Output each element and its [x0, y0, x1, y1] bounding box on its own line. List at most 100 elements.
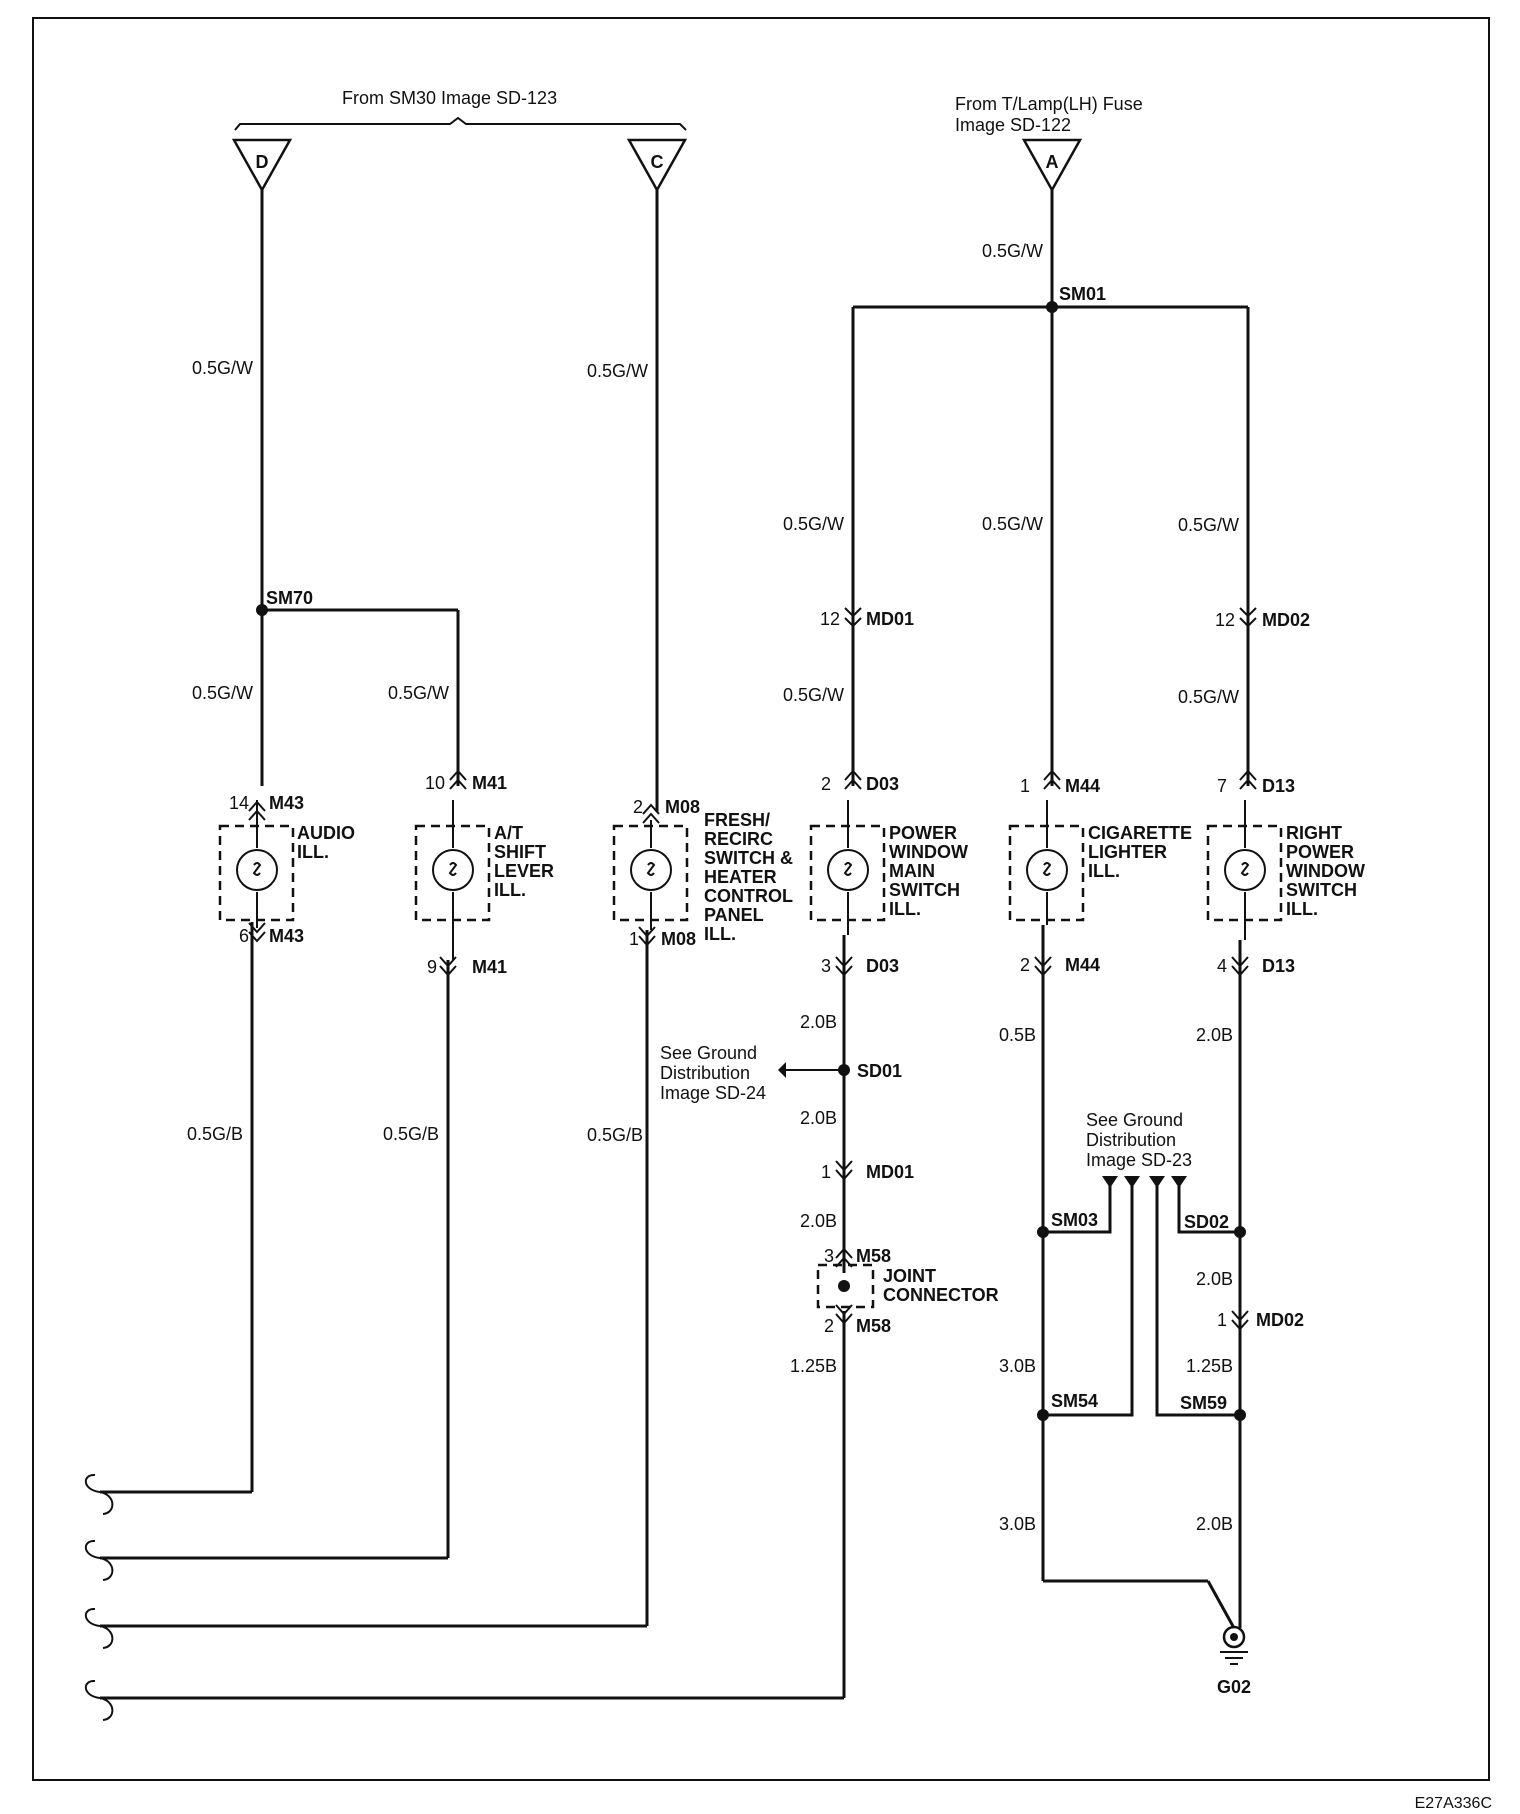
wire-label-at-bottom: 0.5G/B: [383, 1124, 439, 1144]
wire-label-d-top: 0.5G/W: [192, 358, 253, 378]
wire-label-pw-3: 2.0B: [800, 1012, 837, 1032]
wire-label-rpw-2: 0.5G/W: [1178, 687, 1239, 707]
continuation-loop-1: [84, 1473, 114, 1515]
conn-m41-lower-label: M41: [472, 957, 507, 977]
diagram-frame: [32, 17, 1490, 1781]
conn-m08-upper-label: M08: [665, 797, 700, 817]
splice-sd01-dot: [838, 1064, 850, 1076]
conn-d13-upper-label: D13: [1262, 776, 1295, 796]
source-a-triangle: [1021, 138, 1083, 193]
wire-label-pw-1: 0.5G/W: [783, 514, 844, 534]
conn-m44-upper-label: M44: [1065, 776, 1100, 796]
wire-label-cig-2: 0.5B: [999, 1025, 1036, 1045]
fresh-recirc-ill-label: FRESH/ RECIRC SWITCH & HEATER CONTROL PA…: [704, 810, 798, 944]
wire-label-cig-3: 3.0B: [999, 1356, 1036, 1376]
wire-label-a-top: 0.5G/W: [982, 241, 1043, 261]
wire-label-rpw-4: 2.0B: [1196, 1269, 1233, 1289]
conn-m58-lower-label: M58: [856, 1316, 891, 1336]
wire-label-rpw-3: 2.0B: [1196, 1025, 1233, 1045]
pin-m08-upper: 2: [633, 797, 643, 817]
conn-d13-lower-label: D13: [1262, 956, 1295, 976]
joint-connector-box: [816, 1263, 875, 1309]
ground-tap-3: [1149, 1176, 1165, 1188]
pin-d03-upper: 2: [821, 774, 831, 794]
wire-sd02-tap: [1177, 1180, 1240, 1234]
pin-d03-lower: 3: [821, 956, 831, 976]
pin-m44-lower: 2: [1020, 955, 1030, 975]
wire-label-fresh-bottom: 0.5G/B: [587, 1125, 643, 1145]
pw-main-switch-ill-label: POWER WINDOW MAIN SWITCH ILL.: [889, 823, 973, 919]
wire-label-pw-2: 0.5G/W: [783, 685, 844, 705]
at-shift-ill-lamp: [414, 800, 491, 960]
conn-m43-upper-label: M43: [269, 793, 304, 813]
ground-note-sd24: See Ground Distribution Image SD-24: [660, 1043, 766, 1103]
conn-m58-upper-label: M58: [856, 1246, 891, 1266]
wire-label-c-top: 0.5G/W: [587, 361, 648, 381]
splice-sm70-dot: [256, 604, 268, 616]
pw-main-switch-ill-lamp: [809, 800, 886, 935]
conn-md01-upper-label: MD01: [866, 609, 914, 629]
splice-sm70-label: SM70: [266, 588, 313, 608]
pin-md02-upper: 12: [1215, 610, 1235, 630]
right-pw-switch-ill-label: RIGHT POWER WINDOW SWITCH ILL.: [1286, 823, 1370, 919]
continuation-loop-3: [84, 1607, 114, 1649]
splice-sd02-label: SD02: [1184, 1212, 1229, 1232]
source-brace: [234, 116, 687, 131]
sd01-arrow: [778, 1062, 786, 1078]
audio-ill-lamp: [218, 800, 295, 928]
splice-sm03-dot: [1037, 1226, 1049, 1238]
ground-tap-2: [1124, 1176, 1140, 1188]
ground-g02-label: G02: [1217, 1677, 1251, 1697]
wire-label-at-top: 0.5G/W: [388, 683, 449, 703]
pin-m41-upper: 10: [425, 773, 445, 793]
audio-ill-label: AUDIO ILL.: [297, 823, 360, 862]
conn-m41-upper-label: M41: [472, 773, 507, 793]
figure-code: E27A336C: [1415, 1795, 1492, 1812]
conn-md01-lower-label: MD01: [866, 1162, 914, 1182]
wire-label-rpw-5: 1.25B: [1186, 1356, 1233, 1376]
wire-label-audio-top: 0.5G/W: [192, 683, 253, 703]
splice-sm03-label: SM03: [1051, 1210, 1098, 1230]
source-c-triangle: [626, 138, 688, 193]
source-sm30-label: From SM30 Image SD-123: [342, 88, 557, 108]
conn-d03-upper-label: D03: [866, 774, 899, 794]
wire-label-rpw-1: 0.5G/W: [1178, 515, 1239, 535]
source-d-label: D: [256, 152, 269, 172]
source-fuse-label-1: From T/Lamp(LH) Fuse: [955, 94, 1143, 114]
splice-sm59-dot: [1234, 1409, 1246, 1421]
conn-md02-lower-label: MD02: [1256, 1310, 1304, 1330]
pin-md02-lower: 1: [1217, 1310, 1227, 1330]
continuation-loop-4: [84, 1679, 114, 1721]
conn-md02-upper-label: MD02: [1262, 610, 1310, 630]
splice-sd01-label: SD01: [857, 1061, 902, 1081]
pin-m08-lower: 1: [629, 929, 639, 949]
pin-m43-upper: 14: [229, 793, 249, 813]
splice-sm01-label: SM01: [1059, 284, 1106, 304]
conn-m44-lower-label: M44: [1065, 955, 1100, 975]
conn-m08-lower-label: M08: [661, 929, 696, 949]
pin-d13-upper: 7: [1217, 776, 1227, 796]
cigarette-lighter-ill-label: CIGARETTE LIGHTER ILL.: [1088, 823, 1197, 881]
wire-label-cig-4: 3.0B: [999, 1514, 1036, 1534]
wire-label-pw-4: 2.0B: [800, 1108, 837, 1128]
source-c-label: C: [651, 152, 664, 172]
wire-ground-diag2: [1206, 1580, 1236, 1629]
at-shift-ill-label: A/T SHIFT LEVER ILL.: [494, 823, 559, 900]
wire-label-cig-1: 0.5G/W: [982, 514, 1043, 534]
continuation-loop-2: [84, 1539, 114, 1581]
pin-m41-lower: 9: [427, 957, 437, 977]
cigarette-lighter-ill-lamp: [1008, 800, 1085, 925]
pin-md01-upper: 12: [820, 609, 840, 629]
wire-sm59-tap: [1155, 1180, 1240, 1417]
wire-label-audio-bottom: 0.5G/B: [187, 1124, 243, 1144]
wire-sm54-tap: [1043, 1180, 1134, 1417]
splice-sm54-dot: [1037, 1409, 1049, 1421]
splice-sd02-dot: [1234, 1226, 1246, 1238]
right-pw-switch-ill-lamp: [1206, 800, 1283, 940]
conn-d03-lower-label: D03: [866, 956, 899, 976]
pin-md01-lower: 1: [821, 1162, 831, 1182]
ground-g02-icon: [1220, 1625, 1248, 1665]
ground-note-sd23: See Ground Distribution Image SD-23: [1086, 1110, 1192, 1170]
wire-label-rpw-6: 2.0B: [1196, 1514, 1233, 1534]
